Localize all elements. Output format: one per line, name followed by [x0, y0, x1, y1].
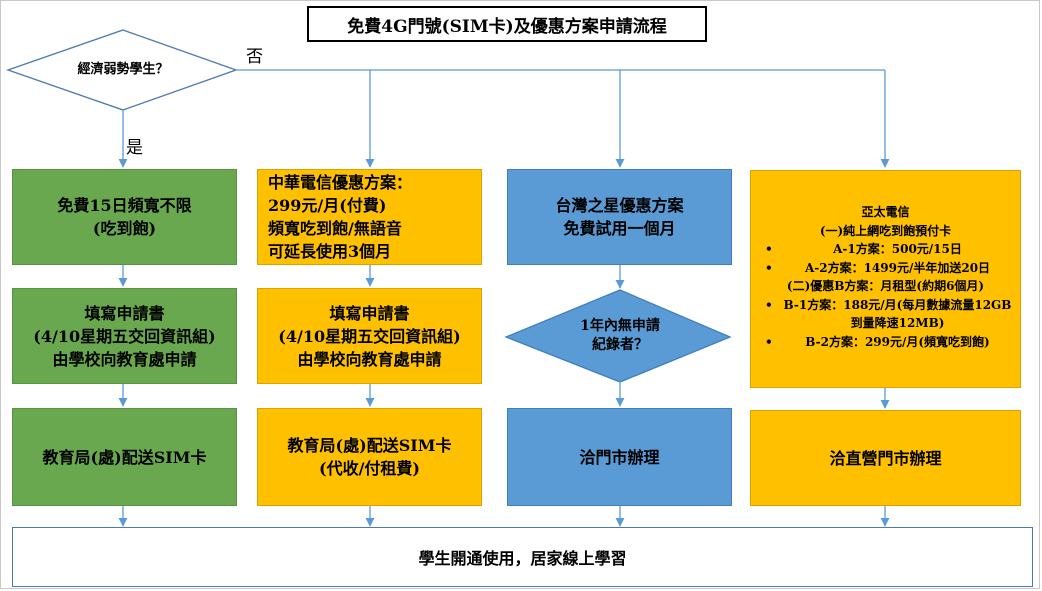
- col4-plan2-header: (二)優惠B方案：月租型(約期6個月): [786, 279, 985, 293]
- col1-application-box: 填寫申請書 (4/10星期五交回資訊組) 由學校向教育處申請: [12, 288, 237, 384]
- col2-box3-line: 教育局(處)配送SIM卡: [287, 436, 452, 455]
- col3-box3-line: 洽門市辦理: [579, 447, 660, 467]
- col4-plan1-list: A-1方案：500元/15日 A-2方案：1499元/半年加送20日: [759, 240, 1012, 277]
- yes-label: 是: [126, 138, 143, 158]
- col2-sim-delivery-box: 教育局(處)配送SIM卡 (代收/付租費): [257, 408, 482, 506]
- col1-free-plan-box: 免費15日頻寬不限 (吃到飽): [12, 169, 237, 265]
- col1-box1-line: 免費15日頻寬不限: [57, 196, 192, 215]
- page-title: 免費4G門號(SIM卡)及優惠方案申請流程: [307, 6, 707, 42]
- col2-box1-line: 可延長使用3個月: [268, 242, 392, 261]
- decision-label: 經濟弱勢學生？: [77, 62, 169, 77]
- col3-decision-label: 1年內無申請 紀錄者？: [560, 317, 680, 355]
- col2-box1-line: 頻寬吃到飽/無語音: [268, 219, 402, 238]
- col4-plan1-header: (一)純上網吃到飽預付卡: [819, 223, 952, 238]
- col4-aptg-plan-box: 亞太電信 (一)純上網吃到飽預付卡 A-1方案：500元/15日 A-2方案：1…: [750, 170, 1021, 388]
- col2-box2-line: 填寫申請書: [329, 303, 410, 323]
- col3-box1-line: 台灣之星優惠方案: [555, 196, 684, 215]
- col4-company: 亞太電信: [861, 205, 910, 219]
- col3-tstar-plan-box: 台灣之星優惠方案 免費試用一個月: [507, 169, 732, 265]
- col4-plan2-item: B-1方案：188元/月(每月數據流量12GB到量降速12MB): [759, 296, 1012, 333]
- final-outcome-box: 學生開通使用，居家線上學習: [12, 527, 1033, 587]
- col1-box2-line: 填寫申請書: [84, 303, 165, 323]
- col2-cht-plan-box: 中華電信優惠方案： 299元/月(付費) 頻寬吃到飽/無語音 可延長使用3個月: [257, 169, 482, 265]
- col3-store-box: 洽門市辦理: [507, 408, 732, 506]
- col4-plan1-item: A-1方案：500元/15日: [759, 240, 1012, 259]
- col2-box2-line: 由學校向教育處申請: [297, 349, 442, 369]
- col1-box2-line: 由學校向教育處申請: [52, 349, 197, 369]
- col3-box1-line: 免費試用一個月: [563, 219, 676, 238]
- no-label: 否: [246, 47, 263, 67]
- col3-decision-line: 1年內無申請: [580, 318, 660, 334]
- col4-store-box: 洽直營門市辦理: [750, 410, 1021, 506]
- col3-decision-diamond-shape: [504, 289, 732, 383]
- col4-plan2-list: B-1方案：188元/月(每月數據流量12GB到量降速12MB) B-2方案：2…: [759, 296, 1012, 352]
- col4-box3-line: 洽直營門市辦理: [829, 448, 942, 468]
- col4-plan1-item: A-2方案：1499元/半年加送20日: [759, 259, 1012, 278]
- col1-box3-line: 教育局(處)配送SIM卡: [42, 447, 207, 467]
- col2-box2-line: (4/10星期五交回資訊組): [278, 326, 461, 346]
- col3-decision-line: 紀錄者？: [592, 337, 648, 353]
- col2-box1-line: 299元/月(付費): [268, 196, 387, 215]
- col2-application-box: 填寫申請書 (4/10星期五交回資訊組) 由學校向教育處申請: [257, 288, 482, 384]
- col4-plan2-item: B-2方案：299元/月(頻寬吃到飽): [759, 333, 1012, 352]
- col2-box1-line: 中華電信優惠方案：: [268, 173, 413, 192]
- col1-box2-line: (4/10星期五交回資訊組): [33, 326, 216, 346]
- col1-box1-line: (吃到飽): [92, 219, 157, 238]
- col2-box3-line: (代收/付租費): [319, 459, 420, 478]
- col1-sim-delivery-box: 教育局(處)配送SIM卡: [12, 408, 237, 506]
